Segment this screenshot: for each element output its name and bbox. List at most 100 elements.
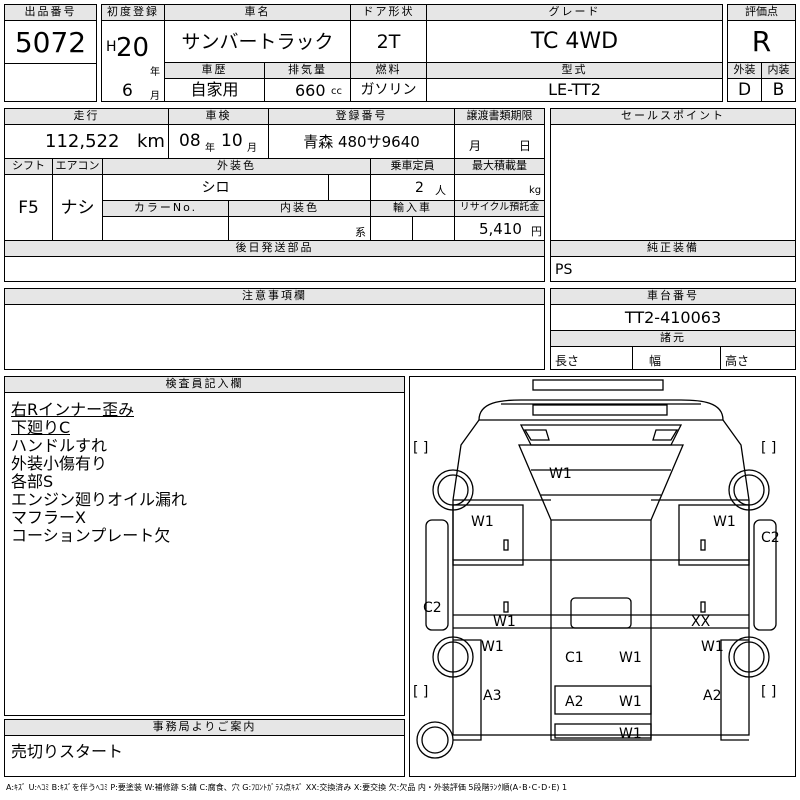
interior-grade-value: B [772,80,785,100]
inspection-label: 車検 [169,109,269,125]
chassis-label: 車台番号 [551,289,795,305]
damage-mark-10: C1 [565,650,584,666]
inspector-line-6: エンジン廻りオイル漏れ [11,490,188,509]
inspection-year: 08 [179,131,201,151]
capacity-label: 乗車定員 [371,159,455,175]
recycle-label: リサイクル預託金 [455,201,544,217]
office-box: 事務局よりご案内 売切りスタート [4,719,405,777]
lot-divider [5,63,96,64]
grade-label: グレード [427,5,722,21]
inspector-line-8: コーションプレート欠 [11,526,171,545]
ext-color-value: シロ [103,175,329,201]
score-value: R [728,21,795,63]
damage-mark-7: XX [691,614,711,630]
truck-diagram: [ ] [ ] [ ] [ ] W1 W1 W1 C2 C2 W1 XX W1 … [413,379,780,759]
capacity-cell: 2 人 [371,175,455,201]
specs-label: 諸元 [551,331,795,347]
mileage-value: 112,522 [45,131,120,152]
plate-label: 登録番号 [269,109,455,125]
door-value: 2T [351,21,427,63]
inspector-line-4: 外装小傷有り [11,454,108,473]
spec-length: 長さ [551,347,633,369]
chassis-value: TT2-410063 [551,305,795,331]
interior-grade-label: 内装 [762,63,795,79]
capacity-value: 2 [415,180,424,196]
office-label: 事務局よりご案内 [5,720,404,736]
aircon-label: エアコン [53,159,103,175]
genuine-label: 純正装備 [551,241,795,257]
exterior-grade-value: D [728,79,762,101]
damage-mark-2: W1 [471,514,494,530]
inspector-line-3: ハンドルすれ [11,436,108,455]
year-unit: 年 [150,67,160,78]
damage-mark-12: A3 [483,688,501,704]
fuel-label: 燃料 [351,63,427,79]
color-no-label: カラーNo. [103,201,229,217]
later-parts-box: 後日発送部品 [4,240,545,282]
notes-box: 注意事項欄 [4,288,545,370]
transfer-month: 月 [469,139,482,153]
damage-mark-13: A2 [565,694,583,710]
displacement-value: 660 [295,81,326,100]
damage-mark-3: W1 [713,514,736,530]
fuel-value: ガソリン [351,79,427,101]
mileage-unit: km [137,131,165,152]
office-value: 売切りスタート [11,742,124,761]
displacement-cell: 660 cc [265,79,351,101]
bracket-2: [ ] [761,440,776,456]
damage-mark-14: W1 [619,694,642,710]
inspector-line-5: 各部S [11,472,54,491]
bracket-3: [ ] [413,684,428,700]
car-name-value: サンバートラック [165,21,351,63]
lot-box: 出品番号 5072 [4,4,97,102]
plate-value: 青森 480サ9640 [269,125,455,159]
ext-color-label: 外装色 [103,159,371,175]
main-info-box: 初度登録 車名 ドア形状 グレード H 20 年 6 月 サンバートラック 2T… [101,4,723,102]
chassis-box: 車台番号 TT2-410063 諸元 長さ 幅 高さ [550,288,796,370]
inspector-box: 検査員記入欄 右Rインナー歪み 下廻りC ハンドルすれ 外装小傷有り 各部S エ… [4,376,405,716]
exterior-grade-label: 外装 [728,63,762,79]
shift-value: F5 [5,175,53,241]
vehicle-details-box: 走行 車検 登録番号 譲渡書類期限 112,522 km 08 年 10 月 青… [4,108,545,242]
inspector-line-1: 右Rインナー歪み [11,400,135,419]
sales-point-label: セールスポイント [551,109,795,125]
history-label: 車歴 [165,63,265,79]
import-value-2 [413,217,455,241]
recycle-unit: 円 [531,225,542,238]
transfer-day: 日 [519,139,532,153]
era: H [106,39,117,55]
damage-mark-6: W1 [493,614,516,630]
max-load-label: 最大積載量 [455,159,544,175]
transfer-label: 譲渡書類期限 [455,109,544,125]
mileage-label: 走行 [5,109,169,125]
damage-mark-11: W1 [619,650,642,666]
spec-height: 高さ [721,347,795,369]
capacity-unit: 人 [435,184,446,197]
int-color-cell: 系 [229,217,371,241]
bracket-1: [ ] [413,440,428,456]
footer-legend: A:ｷｽﾞ U:ﾍｺﾐ B:ｷｽﾞを伴うﾍｺﾐ P:要塗装 W:補修跡 S:錆 … [6,783,568,792]
displacement-label: 排気量 [265,63,351,79]
inspector-line-2: 下廻りC [11,418,71,437]
max-load-unit: kg [529,185,542,196]
sales-point-box: セールスポイント [550,108,796,242]
history-value: 自家用 [165,79,265,101]
door-label: ドア形状 [351,5,427,21]
inspection-year-unit: 年 [205,143,215,154]
first-reg-label: 初度登録 [102,5,165,21]
spec-width-label: 幅 [649,354,662,368]
genuine-value: PS [555,262,573,278]
spec-length-label: 長さ [555,354,580,368]
genuine-box: 純正装備 PS [550,240,796,282]
bracket-4: [ ] [761,684,776,700]
damage-mark-9: W1 [701,639,724,655]
max-load-cell: kg [455,175,544,201]
month-unit: 月 [150,91,160,101]
recycle-cell: 5,410 円 [455,217,544,241]
shift-label: シフト [5,159,53,175]
int-color-label: 内装色 [229,201,371,217]
notes-label: 注意事項欄 [5,289,544,305]
recycle-value: 5,410 [479,220,522,238]
car-name-label: 車名 [165,5,351,21]
aircon-value: ナシ [53,175,103,241]
